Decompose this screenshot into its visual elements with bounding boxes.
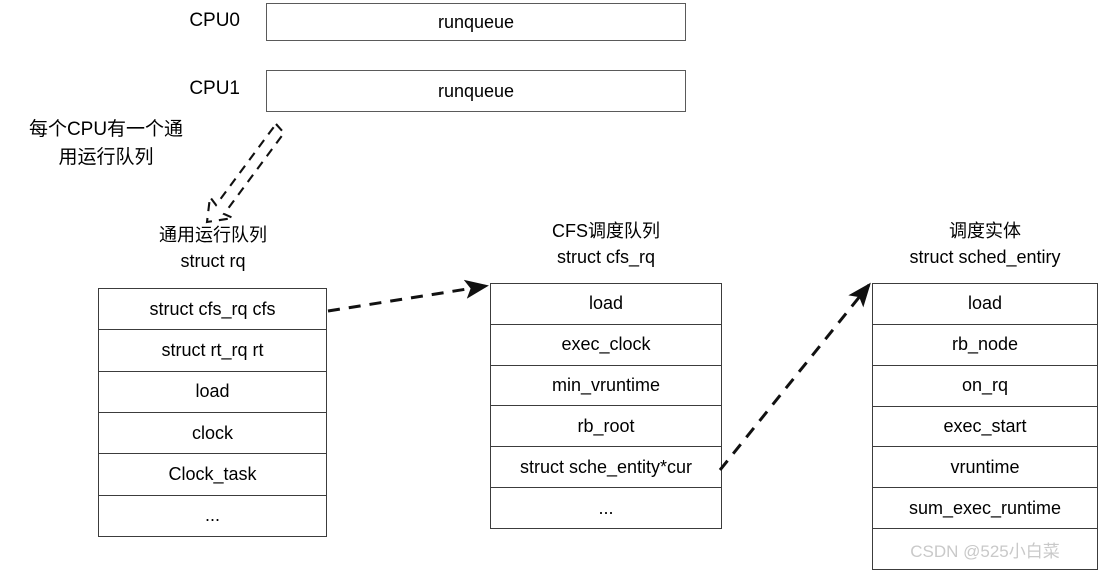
annotation-line-2: 用运行队列 bbox=[58, 147, 154, 168]
table-row: on_rq bbox=[873, 365, 1097, 407]
table-row: struct sche_entity*cur bbox=[491, 447, 721, 489]
annotation-line-1: 每个CPU有一个通 bbox=[28, 119, 184, 140]
arrow-cfs-rq-to-sched-entity bbox=[718, 282, 871, 471]
csdn-watermark: CSDN @525小白菜 bbox=[873, 529, 1097, 570]
table-row: struct cfs_rq cfs bbox=[99, 289, 326, 331]
column-header-rq: 通用运行队列 struct rq bbox=[98, 222, 328, 274]
table-row: vruntime bbox=[873, 447, 1097, 489]
column-header-rq-cn: 通用运行队列 bbox=[159, 225, 267, 245]
arrow-rq-to-cfs-rq bbox=[327, 279, 489, 313]
annotation-note: 每个CPU有一个通 用运行队列 bbox=[6, 116, 206, 172]
table-row: ... bbox=[491, 488, 721, 528]
cpu1-runqueue-text: runqueue bbox=[437, 80, 515, 101]
table-row: min_vruntime bbox=[491, 365, 721, 407]
table-row: Clock_task bbox=[99, 454, 326, 496]
table-row: load bbox=[491, 284, 721, 325]
block-arrow-annotation-to-rq bbox=[205, 122, 286, 224]
table-row: clock bbox=[99, 412, 326, 455]
table-row: sum_exec_runtime bbox=[873, 488, 1097, 530]
column-header-cfs-rq-en: struct cfs_rq bbox=[556, 247, 656, 267]
column-header-cfs-rq-cn: CFS调度队列 bbox=[552, 221, 660, 241]
column-header-sched-entity-en: struct sched_entiry bbox=[909, 247, 1061, 267]
struct-table-rq: struct cfs_rq cfs struct rt_rq rt load c… bbox=[98, 288, 327, 537]
table-row: rb_node bbox=[873, 324, 1097, 366]
struct-table-cfs-rq: load exec_clock min_vruntime rb_root str… bbox=[490, 283, 722, 529]
column-header-cfs-rq: CFS调度队列 struct cfs_rq bbox=[490, 218, 722, 270]
column-header-sched-entity-cn: 调度实体 bbox=[949, 221, 1021, 241]
column-header-rq-en: struct rq bbox=[180, 251, 246, 271]
cpu0-label: CPU0 bbox=[189, 10, 240, 31]
table-row: exec_clock bbox=[491, 324, 721, 366]
struct-table-sched-entity: load rb_node on_rq exec_start vruntime s… bbox=[872, 283, 1098, 570]
table-row: exec_start bbox=[873, 406, 1097, 448]
table-row: struct rt_rq rt bbox=[99, 330, 326, 372]
cpu1-label: CPU1 bbox=[189, 78, 240, 99]
cpu0-runqueue-box: runqueue bbox=[266, 3, 686, 41]
cpu1-runqueue-box: runqueue bbox=[266, 70, 686, 112]
table-row: load bbox=[873, 284, 1097, 325]
table-row: ... bbox=[99, 495, 326, 536]
table-row: rb_root bbox=[491, 406, 721, 448]
column-header-sched-entity: 调度实体 struct sched_entiry bbox=[872, 218, 1098, 270]
table-row: load bbox=[99, 371, 326, 413]
cpu0-runqueue-text: runqueue bbox=[437, 11, 515, 32]
